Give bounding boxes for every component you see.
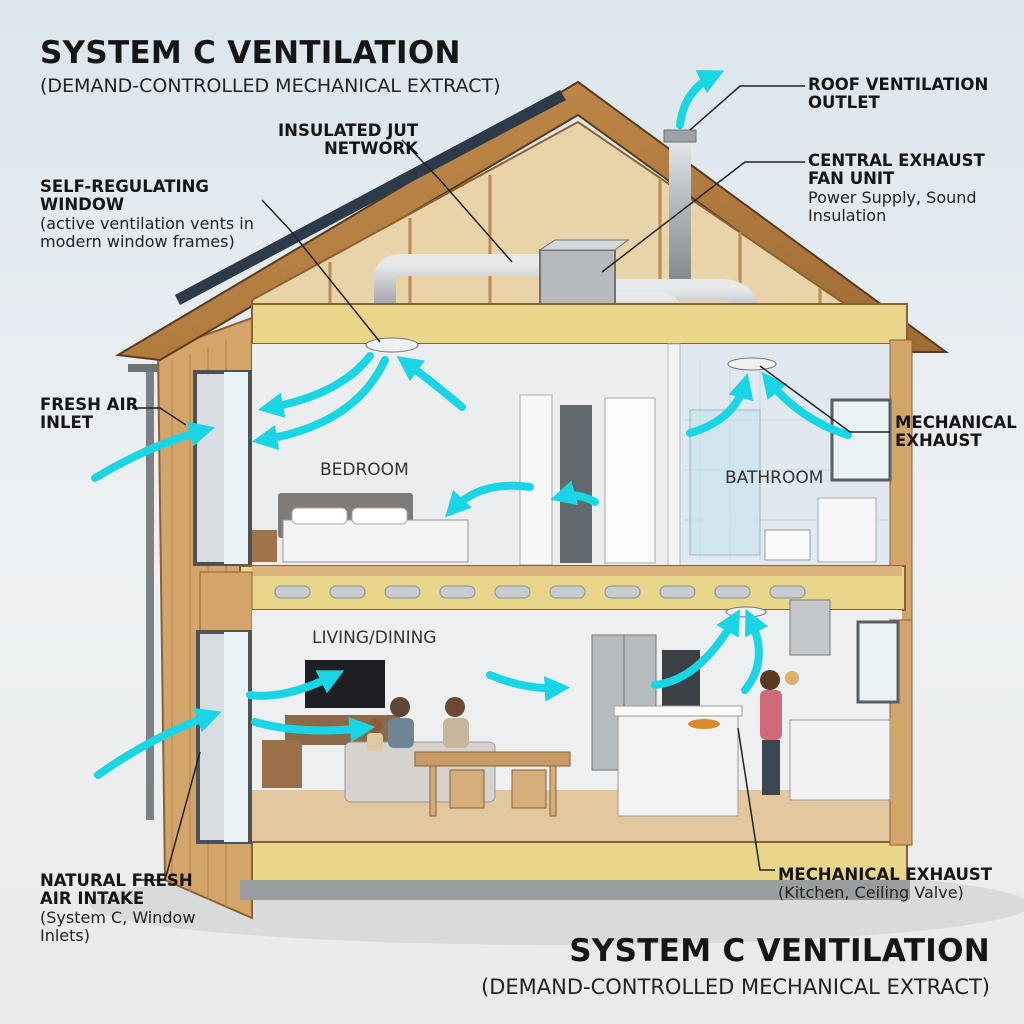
range-hood	[789, 599, 831, 656]
roof-exhaust-arrow	[676, 70, 725, 129]
central-exhaust-fan-unit	[539, 249, 616, 313]
label-fan-unit-text: CENTRAL EXHAUST FAN UNIT	[808, 151, 985, 189]
label-mechanical-exhaust-bath-text: MECHANICAL EXHAUST	[895, 413, 1017, 451]
roof-vent-pipe	[669, 138, 691, 288]
kitchen-counter	[789, 719, 891, 801]
page-subtitle-bottom: (DEMAND-CONTROLLED MECHANICAL EXTRACT)	[481, 975, 990, 999]
label-natural-intake-note: (System C, Window Inlets)	[40, 907, 196, 945]
leader-lines	[132, 85, 890, 881]
room-label-bathroom: BATHROOM	[725, 468, 824, 488]
label-duct-network: INSULATED JUT NETWORK	[258, 121, 418, 159]
label-self-regulating-window: SELF-REGULATING WINDOW (active ventilati…	[40, 177, 285, 251]
toilet	[764, 529, 811, 561]
living-floor	[252, 790, 902, 842]
bathroom-door	[604, 397, 656, 564]
inlet-arrow-lower	[94, 708, 222, 779]
shower-glass	[689, 409, 761, 556]
inlet-arrow-upper	[91, 421, 215, 482]
attic-floor-insulation	[251, 303, 908, 345]
label-self-regulating-window-text: SELF-REGULATING WINDOW	[40, 177, 209, 215]
label-natural-intake: NATURAL FRESH AIR INTAKE (System C, Wind…	[40, 871, 220, 945]
dining-table	[414, 751, 571, 767]
partition-wall	[667, 343, 681, 567]
label-fan-unit: CENTRAL EXHAUST FAN UNIT Power Supply, S…	[808, 151, 998, 225]
closet-door	[519, 394, 553, 566]
vanity	[817, 497, 877, 563]
label-mechanical-exhaust-kitchen-text: MECHANICAL EXHAUST	[778, 865, 993, 884]
page-title-top: SYSTEM C VENTILATION	[40, 35, 461, 71]
label-duct-network-text: INSULATED JUT NETWORK	[278, 121, 418, 159]
page-subtitle-top: (DEMAND-CONTROLLED MECHANICAL EXTRACT)	[40, 75, 501, 97]
label-roof-outlet: ROOF VENTILATION OUTLET	[808, 75, 1008, 113]
right-lower-window	[856, 620, 900, 704]
armchair	[262, 740, 302, 788]
label-fresh-air-inlet: FRESH AIR INLET	[40, 395, 140, 433]
label-natural-intake-text: NATURAL FRESH AIR INTAKE	[40, 871, 193, 909]
bed	[282, 519, 469, 563]
bedroom-ceiling-valve	[365, 337, 419, 353]
label-roof-outlet-text: ROOF VENTILATION OUTLET	[808, 75, 989, 113]
bathroom-window	[830, 398, 892, 482]
fruit-bowl	[688, 719, 720, 729]
bathroom-ceiling-valve	[727, 357, 777, 371]
room-label-bedroom: BEDROOM	[320, 460, 409, 480]
label-self-regulating-window-note: (active ventilation vents in modern wind…	[40, 213, 254, 251]
room-label-living: LIVING/DINING	[312, 628, 437, 648]
kitchen-island	[617, 711, 739, 817]
page-title-bottom: SYSTEM C VENTILATION	[569, 933, 990, 969]
label-fresh-air-inlet-text: FRESH AIR INLET	[40, 395, 139, 433]
label-mechanical-exhaust-bath: MECHANICAL EXHAUST	[895, 413, 1017, 451]
label-fan-unit-note: Power Supply, Sound Insulation	[808, 187, 977, 225]
roof-solar-edge	[175, 90, 566, 305]
label-mechanical-exhaust-kitchen: MECHANICAL EXHAUST (Kitchen, Ceiling Val…	[778, 865, 998, 903]
airflow-arrows	[91, 70, 852, 779]
nightstand	[252, 530, 277, 562]
floor-band-left	[199, 571, 253, 633]
downpipe	[146, 370, 154, 820]
hall-door	[560, 405, 592, 563]
label-mechanical-exhaust-kitchen-note: (Kitchen, Ceiling Valve)	[778, 883, 964, 903]
